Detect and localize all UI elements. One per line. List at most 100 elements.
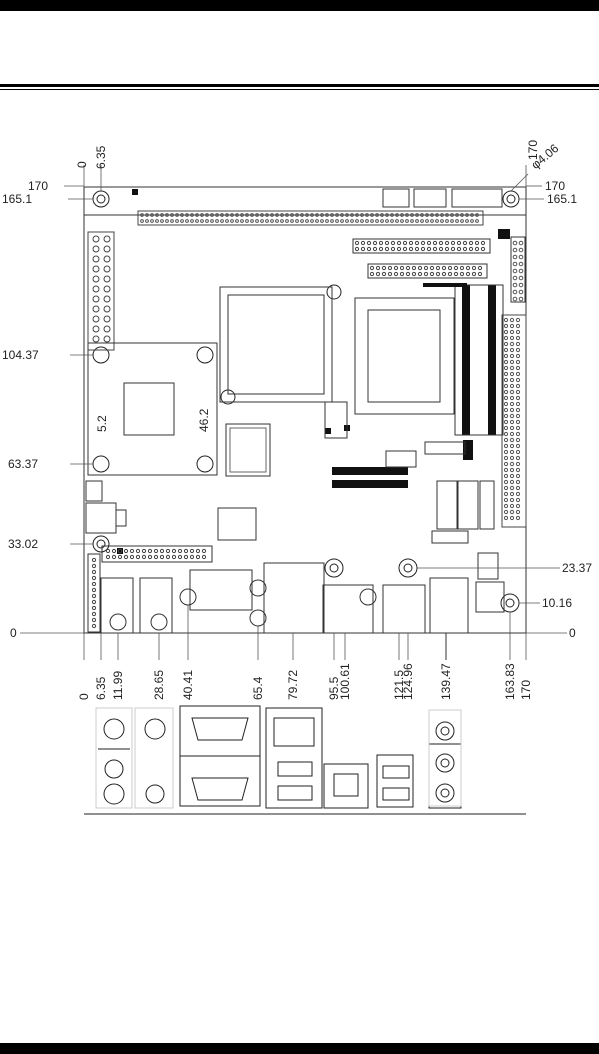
right-array-pin bbox=[509, 413, 515, 419]
slot-pin bbox=[440, 213, 444, 217]
right-top-pin bbox=[512, 275, 518, 281]
ide-pin bbox=[417, 265, 423, 271]
slot-pin bbox=[385, 213, 389, 217]
slot-pin bbox=[165, 219, 169, 223]
strip-pin bbox=[171, 554, 177, 560]
slot-pin bbox=[365, 219, 369, 223]
ide-pin bbox=[384, 240, 390, 246]
right-array-pin bbox=[503, 485, 509, 491]
left-pin-header bbox=[87, 231, 115, 351]
slot-pin bbox=[220, 219, 224, 223]
ide-pin bbox=[369, 271, 375, 277]
ide-pin bbox=[378, 246, 384, 252]
slot-pin bbox=[180, 213, 184, 217]
right-array-pin bbox=[515, 443, 521, 449]
right-array-pin bbox=[509, 479, 515, 485]
right-array-pin bbox=[509, 491, 515, 497]
strip-pin bbox=[117, 554, 123, 560]
slot-pin bbox=[330, 219, 334, 223]
slot-pin bbox=[145, 213, 149, 217]
strip-pin bbox=[153, 554, 159, 560]
right-top-pin bbox=[512, 254, 518, 260]
slot-pin bbox=[285, 213, 289, 217]
slot-pin bbox=[340, 213, 344, 217]
ide-pin bbox=[474, 246, 480, 252]
slot-pin bbox=[290, 213, 294, 217]
right-array-pin bbox=[515, 341, 521, 347]
slot-pin bbox=[300, 219, 304, 223]
slot-pin bbox=[445, 219, 449, 223]
slot-pin bbox=[345, 213, 349, 217]
right-array-pin bbox=[503, 401, 509, 407]
strip-pin bbox=[189, 548, 195, 554]
slot-pin bbox=[150, 213, 154, 217]
left-header-pin bbox=[92, 295, 100, 303]
right-array-pin bbox=[509, 353, 515, 359]
left-header-pin bbox=[103, 275, 111, 283]
right-array-pin bbox=[503, 371, 509, 377]
right-array-pin bbox=[503, 425, 509, 431]
right-array-pin bbox=[503, 377, 509, 383]
right-array-pin bbox=[503, 503, 509, 509]
ide-connectors bbox=[352, 238, 491, 279]
slot-pin bbox=[275, 213, 279, 217]
right-array-pin bbox=[515, 407, 521, 413]
right-array-pin bbox=[515, 461, 521, 467]
ide-pin bbox=[390, 246, 396, 252]
ide-pin bbox=[405, 271, 411, 277]
label-63: 63.37 bbox=[8, 457, 38, 471]
right-array-pin bbox=[515, 449, 521, 455]
ide-pin bbox=[450, 246, 456, 252]
ide-pin bbox=[354, 246, 360, 252]
right-array-pin bbox=[503, 467, 509, 473]
strip-pin bbox=[135, 548, 141, 554]
slot-pin bbox=[405, 219, 409, 223]
slot-pin bbox=[450, 219, 454, 223]
left-header-pin bbox=[92, 275, 100, 283]
slot-pin bbox=[470, 219, 474, 223]
right-array-pin bbox=[503, 359, 509, 365]
slot-pin bbox=[240, 213, 244, 217]
small-dots bbox=[91, 548, 207, 629]
slot-pin bbox=[455, 213, 459, 217]
ide-pin bbox=[432, 246, 438, 252]
slot-pin bbox=[370, 213, 374, 217]
right-array-pin bbox=[503, 431, 509, 437]
slot-pin bbox=[320, 213, 324, 217]
slot-pin bbox=[420, 213, 424, 217]
slot-pin bbox=[235, 219, 239, 223]
ide-pin bbox=[414, 240, 420, 246]
ide-pin bbox=[444, 246, 450, 252]
slot-pin bbox=[390, 219, 394, 223]
ide-pin bbox=[462, 246, 468, 252]
label-33: 33.02 bbox=[8, 537, 38, 551]
slot-pin bbox=[175, 219, 179, 223]
slot-pin bbox=[205, 213, 209, 217]
slot-pin bbox=[380, 213, 384, 217]
slot-pin bbox=[455, 219, 459, 223]
left-header-pin bbox=[92, 325, 100, 333]
bottom-dim-label: 65.4 bbox=[251, 676, 265, 700]
slot-pin bbox=[255, 213, 259, 217]
right-array-pin bbox=[503, 497, 509, 503]
slot-pin bbox=[435, 213, 439, 217]
slot-pin bbox=[200, 219, 204, 223]
slot-pin bbox=[145, 219, 149, 223]
right-array-pin bbox=[509, 401, 515, 407]
top-bar bbox=[0, 0, 599, 11]
right-array-pin bbox=[509, 455, 515, 461]
ide-pin bbox=[384, 246, 390, 252]
left-header-pin bbox=[92, 235, 100, 243]
right-array-pin bbox=[503, 455, 509, 461]
right-array-pin bbox=[503, 383, 509, 389]
ide-pin bbox=[471, 265, 477, 271]
right-top-pin bbox=[512, 247, 518, 253]
right-array-pin bbox=[515, 425, 521, 431]
rear-io-circles bbox=[109, 579, 377, 631]
ide-pin bbox=[459, 265, 465, 271]
right-array-pin bbox=[515, 419, 521, 425]
right-array-pin bbox=[515, 491, 521, 497]
right-array-pin bbox=[503, 461, 509, 467]
cpu-heatsink-area bbox=[87, 286, 455, 541]
slot-pin bbox=[340, 219, 344, 223]
